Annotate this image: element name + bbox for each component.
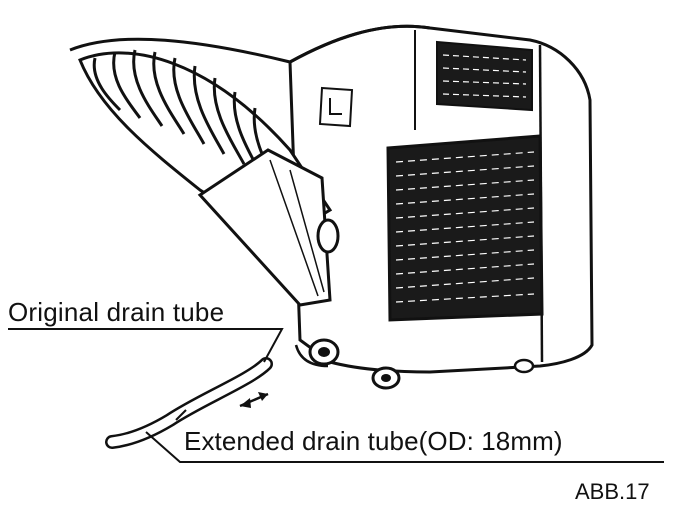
figure-number: ABB.17: [575, 479, 650, 504]
leader-line-original: [8, 328, 284, 363]
connection-arrow-icon: [239, 392, 269, 408]
upper-grille: [436, 40, 533, 112]
leader-line-extended: [145, 431, 664, 463]
extended-drain-tube-label: Extended drain tube(OD: 18mm): [184, 426, 563, 456]
caster-wheels: [371, 358, 535, 390]
side-knob: [316, 218, 340, 254]
drain-outlet: [294, 338, 340, 368]
extended-drain-tube: [105, 357, 273, 449]
original-drain-tube-label: Original drain tube: [8, 297, 225, 327]
lower-grille: [386, 134, 544, 322]
label-plate: [318, 86, 354, 128]
unit-top-edge: [69, 24, 431, 64]
hose-adapter: [197, 148, 332, 307]
